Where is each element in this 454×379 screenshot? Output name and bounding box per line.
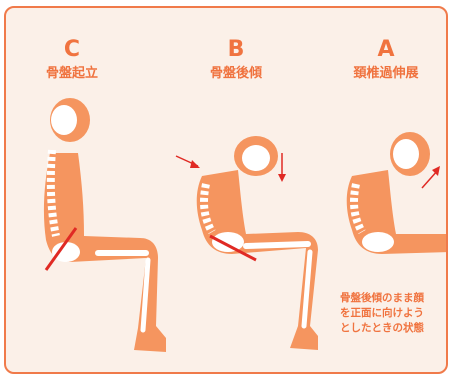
posture-diagram-panel: C 骨盤起立 B 骨盤後傾 A 頚椎過伸展: [4, 6, 448, 374]
figure-a-neck-extended: [347, 132, 448, 254]
figure-b-tilted: [176, 136, 318, 350]
note-line-1: 骨盤後傾のまま顔: [340, 291, 448, 306]
posture-a-note: 骨盤後傾のまま顔 を正面に向けよう としたときの状態: [340, 291, 448, 336]
note-line-2: を正面に向けよう: [340, 306, 448, 321]
figure-c-upright: [44, 98, 166, 352]
note-line-3: としたときの状態: [340, 321, 448, 336]
